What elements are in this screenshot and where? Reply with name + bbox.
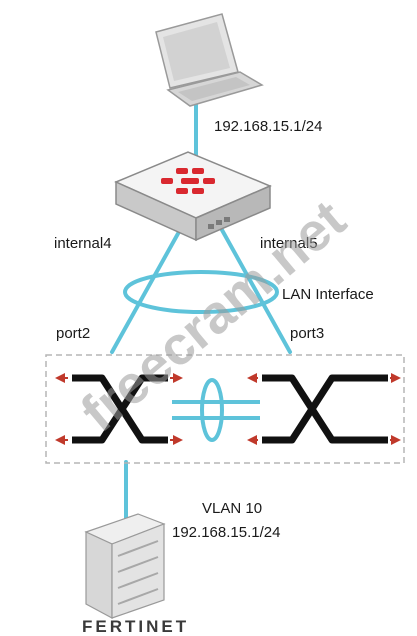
internal5-label: internal5	[260, 235, 318, 252]
switch-right-arrows	[247, 373, 401, 445]
port3-label: port3	[290, 325, 324, 342]
fortinet-logo-icon: FERTINET	[82, 617, 189, 636]
stack-link	[172, 378, 260, 442]
lan-interface-label: LAN Interface	[282, 286, 374, 303]
internal4-label: internal4	[54, 235, 112, 252]
switch-icon	[45, 354, 405, 464]
firewall-logo-icon	[161, 168, 215, 194]
port2-label: port2	[56, 325, 90, 342]
switch-left-arrows	[55, 373, 183, 445]
link-internal4-port2	[110, 228, 182, 354]
server-icon	[84, 513, 166, 620]
laptop-icon	[155, 13, 264, 107]
server-ip-label: 192.168.15.1/24	[172, 524, 280, 541]
firewall-icon	[114, 151, 272, 242]
switch-left-icon	[72, 374, 168, 444]
vlan-label: VLAN 10	[202, 500, 262, 517]
firewall-ports	[208, 217, 230, 229]
switch-right-icon	[262, 374, 388, 444]
link-internal5-port3	[220, 228, 292, 354]
laptop-ip-label: 192.168.15.1/24	[214, 118, 322, 135]
switch-stack-box	[45, 354, 405, 464]
lan-interface-aggregate-ellipse	[123, 270, 279, 314]
